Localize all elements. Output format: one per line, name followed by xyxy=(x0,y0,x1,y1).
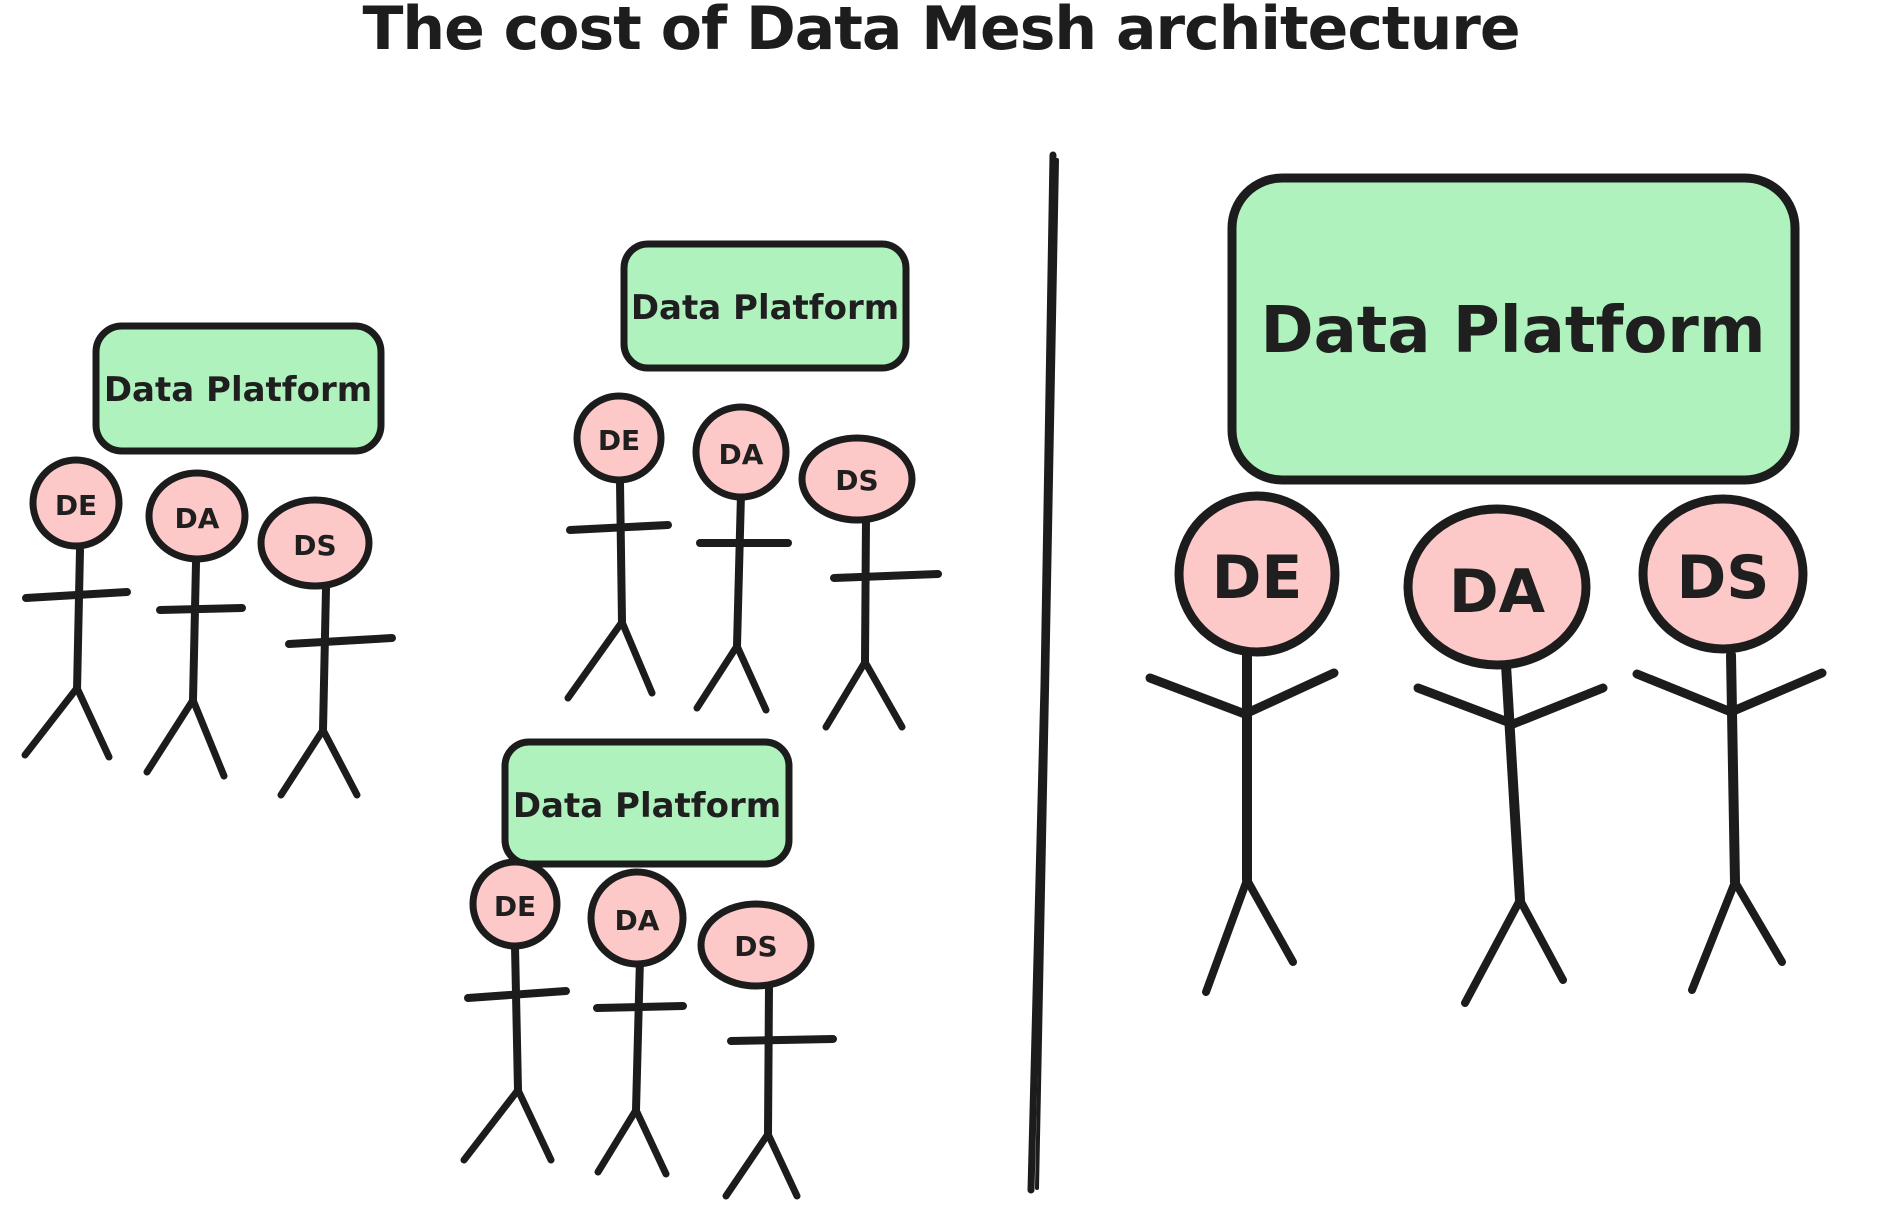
person-role-label: DE xyxy=(55,489,97,522)
center-divider xyxy=(1031,155,1057,1190)
person-ds: DS xyxy=(701,904,833,1196)
person-ds: DS xyxy=(261,500,392,795)
person-role-label: DS xyxy=(1676,543,1769,613)
platform-box: Data Platform xyxy=(96,326,381,451)
person-de: DE xyxy=(1150,496,1335,992)
person-role-label: DA xyxy=(615,904,660,937)
platform-label: Data Platform xyxy=(631,288,899,328)
person-role-label: DE xyxy=(598,424,640,457)
central-platform-label: Data Platform xyxy=(1260,294,1765,368)
platform-box: Data Platform xyxy=(624,244,906,368)
person-de: DE xyxy=(568,396,668,698)
platform-box: Data Platform xyxy=(505,742,789,864)
platform-label: Data Platform xyxy=(513,786,781,826)
person-ds: DS xyxy=(1637,499,1822,990)
person-de: DE xyxy=(25,460,127,757)
central-team-group: Data Platform DE DA xyxy=(1150,178,1822,1003)
person-de: DE xyxy=(464,862,566,1160)
person-da: DA xyxy=(147,473,245,776)
person-role-label: DS xyxy=(293,529,336,562)
person-da: DA xyxy=(591,872,683,1174)
person-role-label: DS xyxy=(835,464,878,497)
central-platform-box: Data Platform xyxy=(1232,178,1795,480)
team-group-1: Data Platform DE DA xyxy=(25,326,392,795)
person-da: DA xyxy=(696,407,788,710)
person-da: DA xyxy=(1408,509,1603,1003)
team-group-2: Data Platform DE DA xyxy=(568,244,938,727)
person-role-label: DE xyxy=(1212,543,1303,613)
person-role-label: DS xyxy=(734,930,777,963)
platform-label: Data Platform xyxy=(104,370,372,410)
person-role-label: DE xyxy=(494,890,536,923)
person-role-label: DA xyxy=(1449,557,1546,627)
person-role-label: DA xyxy=(719,438,764,471)
team-group-3: Data Platform DE DA xyxy=(464,742,833,1196)
person-ds: DS xyxy=(802,438,938,727)
person-role-label: DA xyxy=(175,502,220,535)
